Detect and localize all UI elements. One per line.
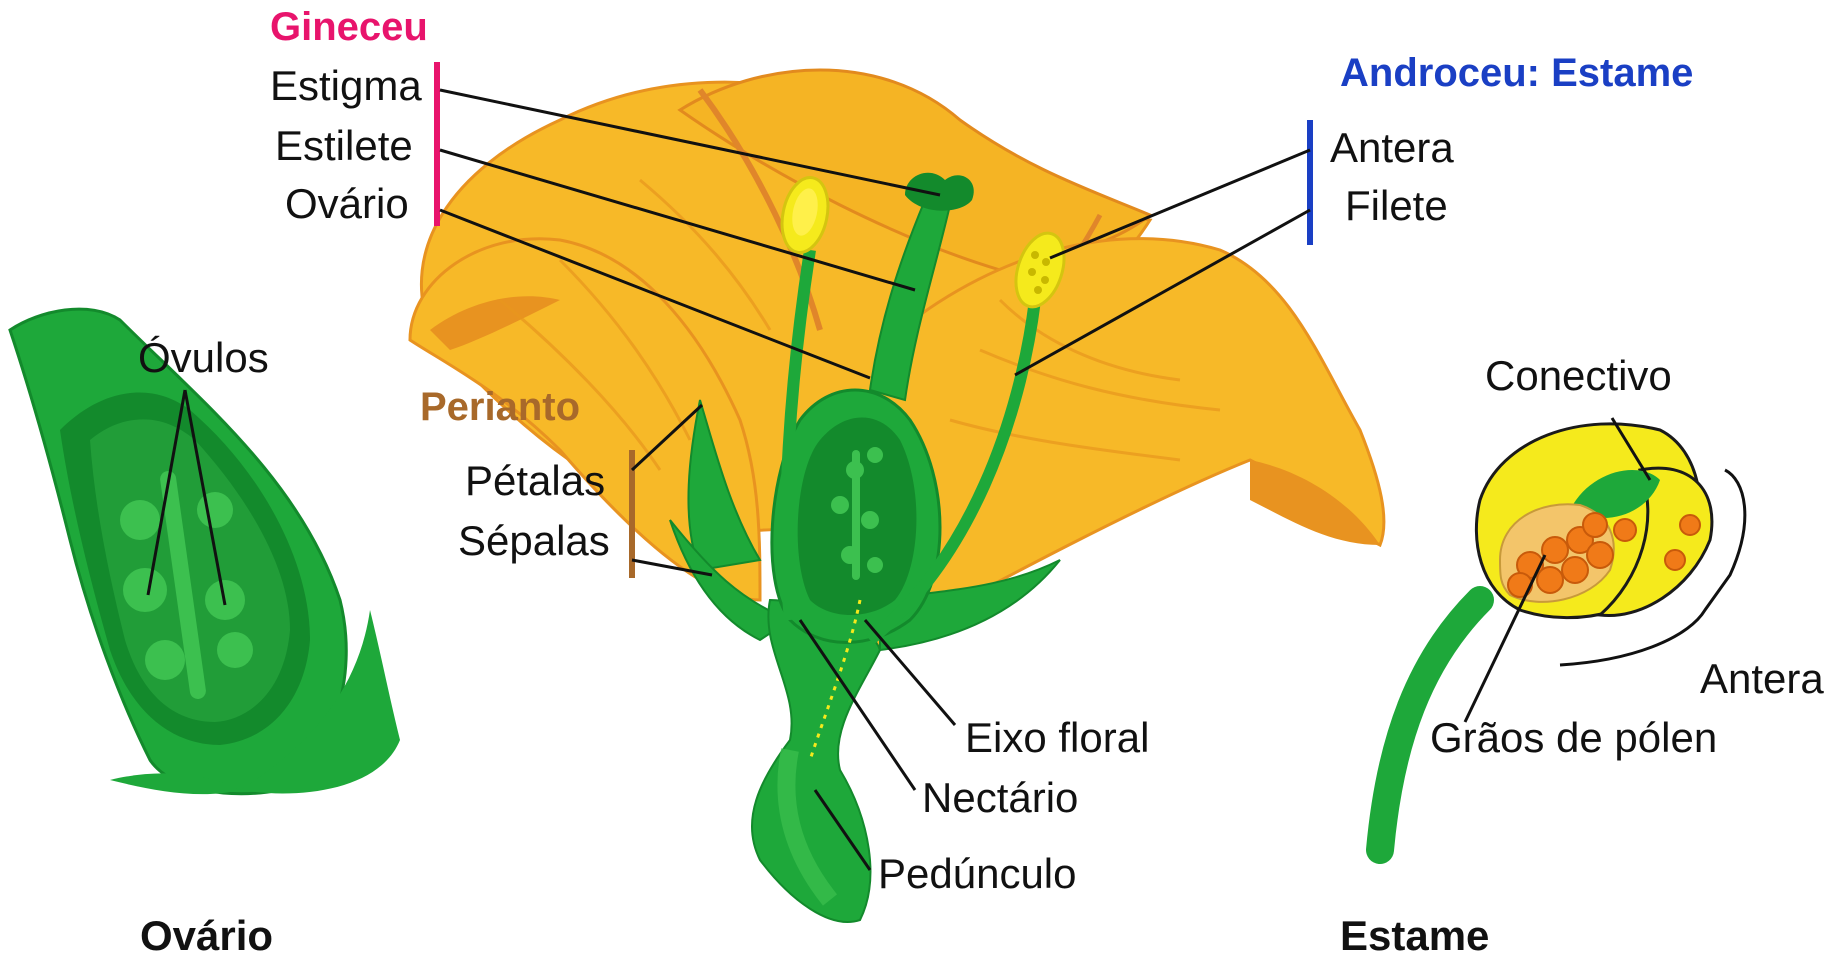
label-antera-detail: Antera [1700,655,1824,702]
header-gineceu: Gineceu [270,5,428,49]
label-graos-polen: Grãos de pólen [1430,714,1717,761]
petal-right [864,239,1383,650]
label-pedunculo: Pedúnculo [878,850,1077,897]
label-petalas: Pétalas [465,457,605,504]
label-ovario: Ovário [285,180,409,227]
caption-estame: Estame [1340,912,1489,955]
label-antera: Antera [1330,124,1454,171]
header-androceu: Androceu: Estame [1340,51,1693,95]
caption-ovario: Ovário [140,912,273,955]
ovary-detail [10,309,400,794]
label-ovulos: Óvulos [138,334,269,381]
label-estigma: Estigma [270,62,422,109]
header-perianto: Perianto [420,385,580,429]
stamen-detail [1380,424,1745,850]
label-nectario: Nectário [922,774,1078,821]
label-sepalas: Sépalas [458,517,610,564]
label-eixo-floral: Eixo floral [965,714,1149,761]
label-conectivo: Conectivo [1485,352,1672,399]
label-estilete: Estilete [275,122,413,169]
label-filete: Filete [1345,182,1448,229]
